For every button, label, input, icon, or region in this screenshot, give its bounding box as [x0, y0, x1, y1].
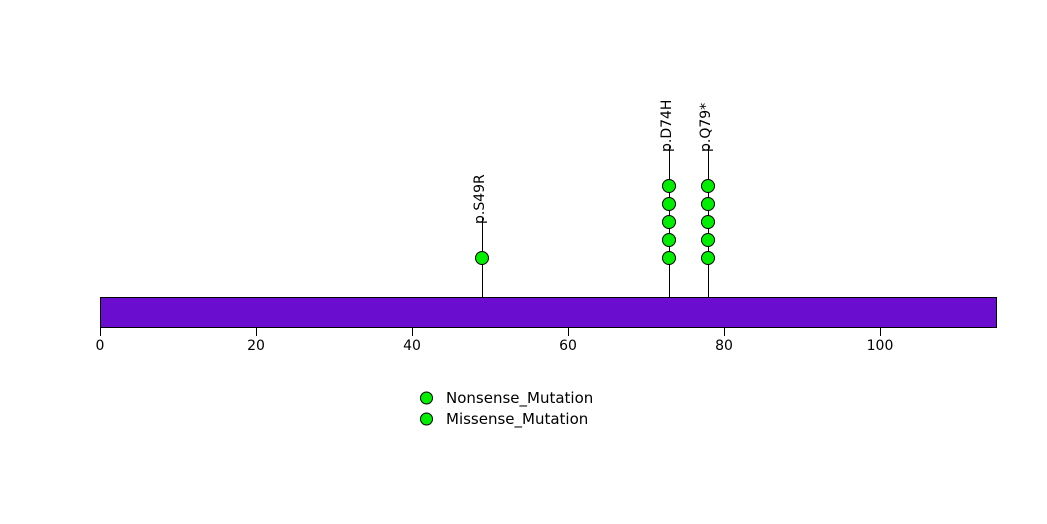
axis-tick-label: 0: [95, 338, 105, 354]
axis-tick-label: 80: [715, 338, 733, 354]
mutation-label: p.D74H: [659, 99, 676, 152]
legend-label: Nonsense_Mutation: [446, 388, 594, 407]
mutation-dot[interactable]: [701, 251, 716, 265]
mutation-dot[interactable]: [701, 215, 716, 229]
axis-tick-label: 20: [247, 338, 265, 354]
mutation-dot[interactable]: [662, 251, 677, 265]
legend-color-swatch: [420, 412, 433, 425]
axis-tick-label: 60: [559, 338, 577, 354]
mutation-dot[interactable]: [662, 233, 677, 247]
mutation-dot[interactable]: [701, 233, 716, 247]
mutation-label: p.Q79*: [698, 102, 715, 152]
axis-tick-mark: [568, 328, 569, 336]
legend-color-swatch: [420, 391, 433, 404]
axis-tick-label: 40: [403, 338, 421, 354]
mutation-dot[interactable]: [701, 179, 716, 193]
mutation-label: p.S49R: [472, 174, 489, 224]
lollipop-stem: [482, 218, 484, 328]
mutation-dot[interactable]: [662, 197, 677, 211]
axis-tick-mark: [412, 328, 413, 336]
mutation-dot[interactable]: [701, 197, 716, 211]
mutation-dot[interactable]: [662, 179, 677, 193]
mutation-dot[interactable]: [662, 215, 677, 229]
axis-tick-mark: [100, 328, 101, 336]
axis-tick-label: 100: [866, 338, 894, 354]
legend-label: Missense_Mutation: [446, 409, 589, 428]
protein-domain-bar: [100, 297, 997, 328]
mutation-dot[interactable]: [475, 251, 490, 265]
axis-tick-mark: [724, 328, 725, 336]
axis-tick-mark: [256, 328, 257, 336]
axis-tick-mark: [880, 328, 881, 336]
